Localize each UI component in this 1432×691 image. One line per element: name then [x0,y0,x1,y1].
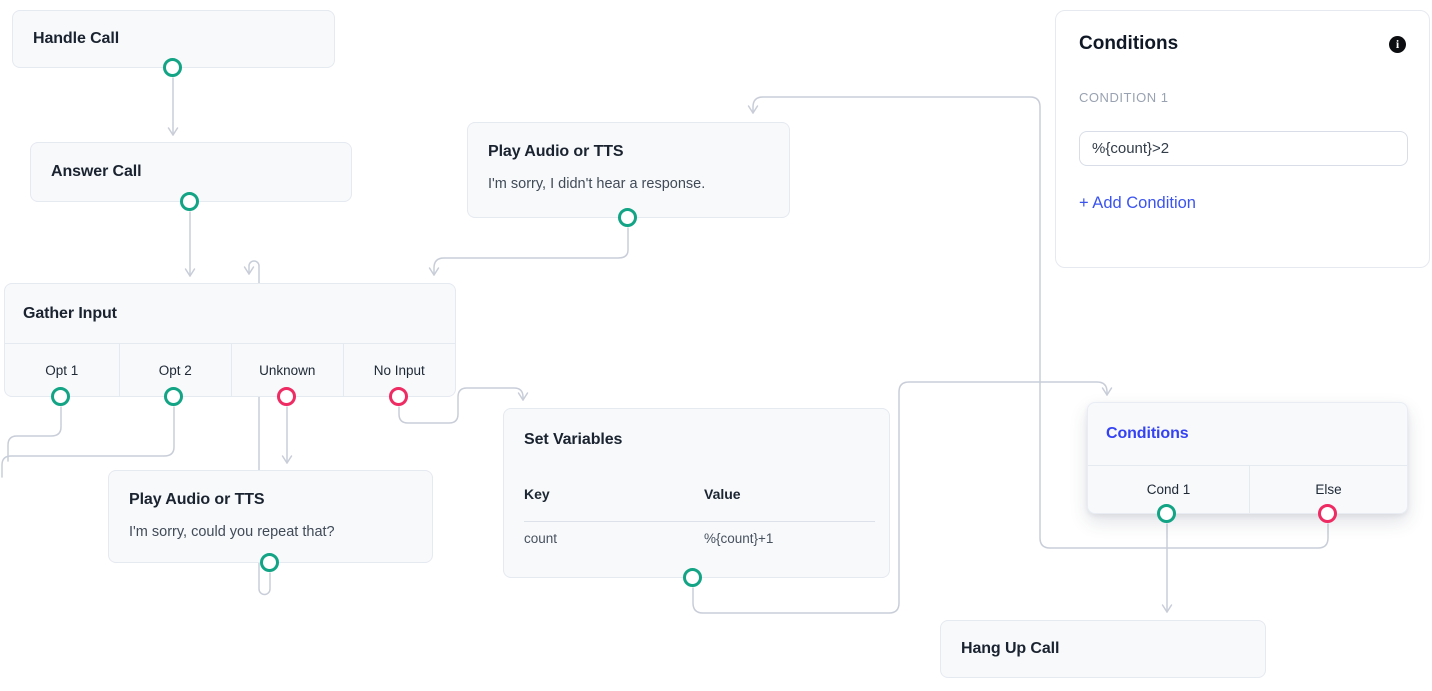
node-title: Answer Call [51,163,142,180]
branch-label: No Input [373,362,425,378]
branch-label: Else [1315,482,1342,497]
edge-playaudio2-loop-to-gather [243,260,271,596]
branch-opt-2[interactable]: Opt 2 [118,344,232,396]
kv-value: %{count}+1 [704,531,774,546]
node-title: Play Audio or TTS [129,491,265,508]
conditions-panel: Conditions i CONDITION 1 + Add Condition [1055,10,1430,268]
node-title: Handle Call [33,30,120,47]
edge-opt2-offscreen [1,406,175,478]
branch-label: Opt 2 [158,362,192,378]
condition-expression-input[interactable] [1079,131,1408,166]
node-set-variables[interactable]: Set Variables Key Value count %{count}+1 [503,408,890,578]
node-play-audio-repeat[interactable]: Play Audio or TTS I'm sorry, could you r… [108,470,433,563]
branch-no-input[interactable]: No Input [342,344,456,396]
node-body: I'm sorry, I didn't hear a response. [488,176,706,192]
node-hang-up-call[interactable]: Hang Up Call [940,620,1266,678]
node-title: Conditions [1106,425,1189,442]
branch-row: Cond 1 Else [1088,466,1407,513]
port-play-audio-no-response-out[interactable] [618,208,637,227]
node-header: Gather Input [5,284,455,344]
info-icon[interactable]: i [1389,35,1406,53]
node-body: I'm sorry, could you repeat that? [129,524,335,540]
node-title: Play Audio or TTS [488,143,624,160]
branch-label: Opt 1 [45,362,79,378]
branch-unknown[interactable]: Unknown [231,344,343,396]
kv-column-value: Value [704,486,741,502]
port-gather-unknown[interactable] [277,387,296,406]
kv-table-header: Key Value [524,487,869,502]
port-set-variables-out[interactable] [683,568,702,587]
edge-else-loop-to-playaudio1 [747,96,1329,549]
edge-playaudio1-to-gather [428,227,629,276]
port-play-audio-repeat-out[interactable] [260,553,279,572]
add-condition-link[interactable]: + Add Condition [1079,194,1196,212]
branch-cond-1[interactable]: Cond 1 [1088,466,1249,513]
node-title: Set Variables [524,431,623,448]
port-gather-opt-1[interactable] [51,387,70,406]
port-gather-opt-2[interactable] [164,387,183,406]
node-play-audio-no-response[interactable]: Play Audio or TTS I'm sorry, I didn't he… [467,122,790,218]
panel-header: Conditions i [1079,33,1406,55]
branch-row: Opt 1 Opt 2 Unknown No Input [5,344,455,396]
kv-table-row: count %{count}+1 [524,532,869,546]
node-gather-input[interactable]: Gather Input Opt 1 Opt 2 Unknown No Inpu… [4,283,456,397]
kv-column-key: Key [524,486,550,502]
condition-section-label: CONDITION 1 [1079,90,1169,105]
node-conditions[interactable]: Conditions Cond 1 Else [1087,402,1408,514]
edge-noinput-to-setvariables [398,387,529,424]
port-answer-call-out[interactable] [180,192,199,211]
kv-table-divider [524,521,875,522]
port-gather-no-input[interactable] [389,387,408,406]
edge-setvariables-to-conditions [692,381,1113,614]
branch-label: Cond 1 [1146,482,1191,497]
port-conditions-else[interactable] [1318,504,1337,523]
node-title: Gather Input [23,304,117,322]
edge-opt1-offscreen [7,406,62,462]
branch-label: Unknown [259,362,316,378]
kv-key: count [524,531,558,546]
node-title: Hang Up Call [961,640,1060,657]
node-header: Conditions [1088,403,1407,466]
port-handle-call-out[interactable] [163,58,182,77]
branch-else[interactable]: Else [1249,466,1407,513]
panel-title: Conditions [1079,33,1179,54]
port-conditions-cond-1[interactable] [1157,504,1176,523]
branch-opt-1[interactable]: Opt 1 [5,344,119,396]
